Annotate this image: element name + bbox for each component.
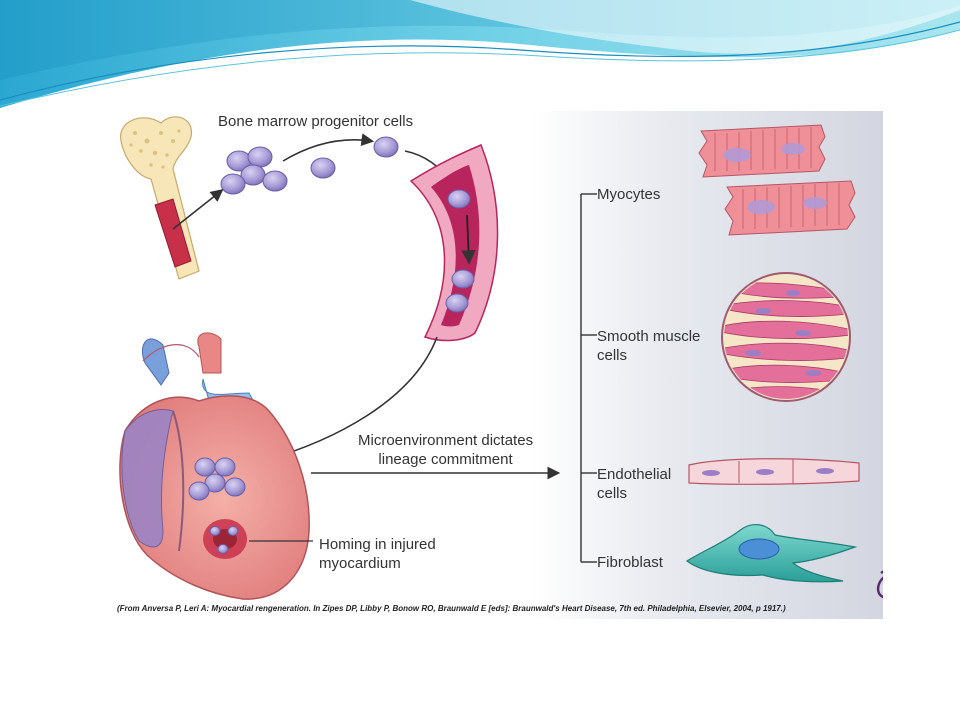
myocytes-label: Myocytes [597, 186, 661, 203]
endothelial-label: Endothelial cells [597, 466, 672, 502]
fibroblast-label: Fibroblast [597, 554, 663, 571]
homing-label: Homing in injured myocardium [319, 536, 436, 572]
microenvironment-label: Microenvironment dictates lineage commit… [358, 432, 534, 468]
arrow-cells-migrate [282, 133, 375, 162]
top-wave-banner [0, 0, 960, 108]
bone-illustration [120, 116, 200, 280]
smooth-muscle-label: Smooth muscle cells [597, 328, 701, 364]
blood-vessel [409, 144, 499, 342]
progenitor-cluster [220, 136, 399, 195]
figure-caption: (From Anversa P, Leri A: Myocardial reng… [117, 604, 786, 613]
smooth-muscle-illustration [721, 272, 851, 402]
arrow-bone-to-cells [172, 189, 224, 230]
publisher-logo-icon [876, 570, 883, 599]
endothelial-illustration [688, 458, 860, 485]
figure-artwork [103, 111, 883, 619]
heart-illustration [119, 332, 310, 600]
stem-cell-figure: Bone marrow progenitor cells Myocytes Sm… [103, 111, 883, 619]
fibroblast-illustration [685, 524, 858, 583]
bone-marrow-label: Bone marrow progenitor cells [218, 113, 414, 130]
lineage-bracket [580, 193, 597, 563]
myocytes-illustration [698, 124, 856, 236]
